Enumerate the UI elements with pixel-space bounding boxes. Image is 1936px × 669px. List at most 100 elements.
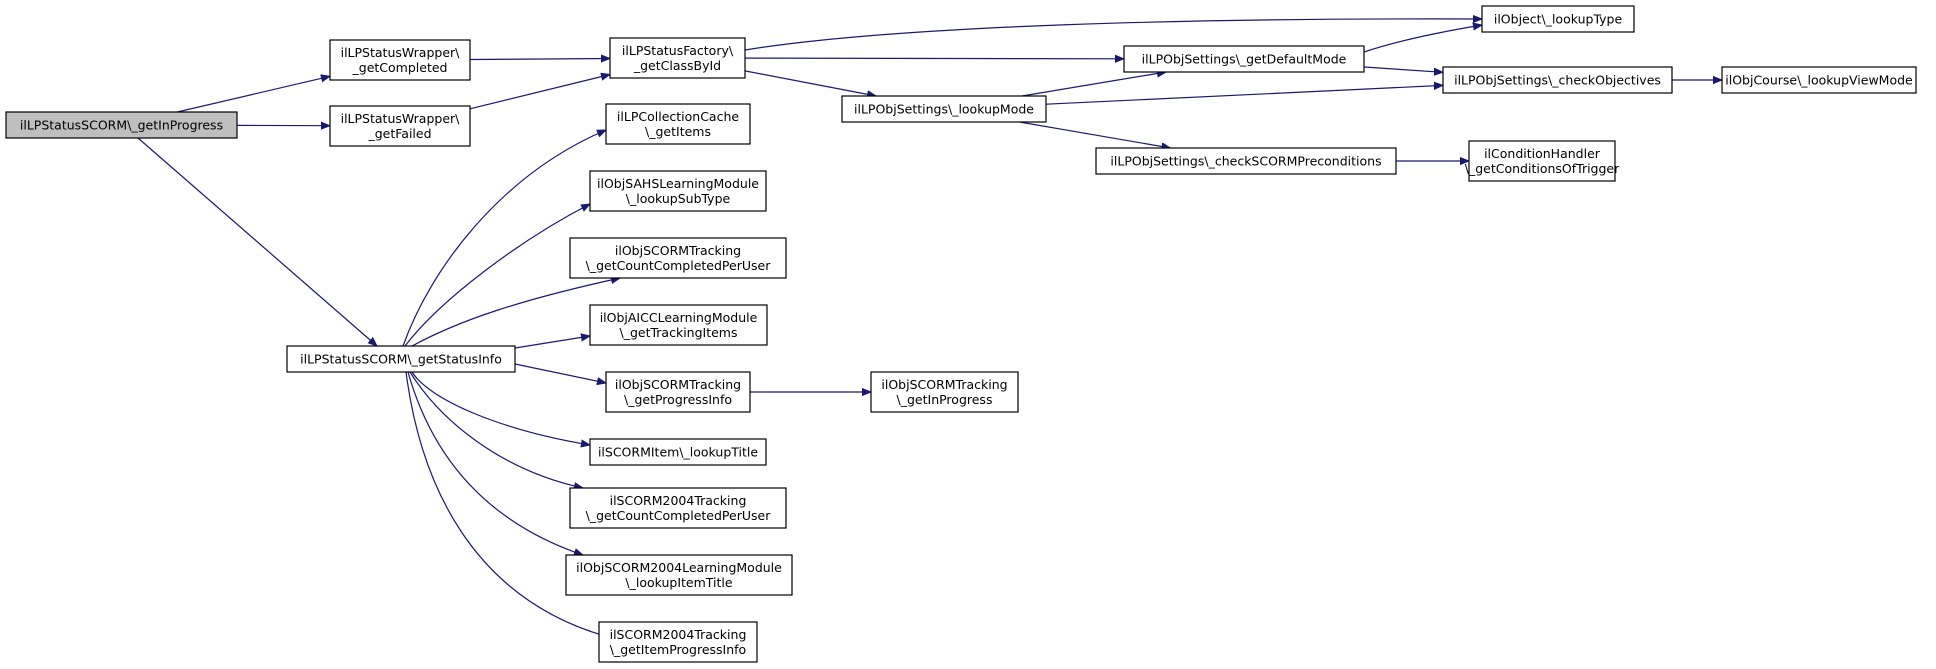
edge-root-to-status_info xyxy=(137,137,377,346)
node-label: ilLPObjSettings\_getDefaultMode xyxy=(1142,52,1347,67)
edge-status_info-to-s2004_lm_item_title xyxy=(407,371,583,555)
node-label: ilObject\_lookupType xyxy=(1494,12,1623,27)
node-scorm-item-title[interactable]: ilSCORMItem\_lookupTitle xyxy=(589,438,767,466)
node-box xyxy=(1123,45,1365,73)
node-label: \_getTrackingItems xyxy=(620,325,738,340)
node-root[interactable]: ilLPStatusSCORM\_getInProgress xyxy=(5,111,238,139)
node-label: ilObjSCORMTracking xyxy=(615,377,741,392)
node-lookup-type[interactable]: ilObject\_lookupType xyxy=(1481,5,1635,33)
node-box xyxy=(589,438,767,466)
node-label: \_getItemProgressInfo xyxy=(610,642,746,657)
node-label: ilLPStatusSCORM\_getStatusInfo xyxy=(300,352,502,367)
node-box xyxy=(1442,66,1673,94)
node-box xyxy=(870,371,1019,413)
edge-wrap_failed-to-factory xyxy=(469,75,610,110)
node-label: \_getItems xyxy=(645,124,711,139)
node-label: ilObjCourse\_lookupViewMode xyxy=(1725,73,1913,88)
node-scorm-count-completed[interactable]: ilObjSCORMTracking\_getCountCompletedPer… xyxy=(569,237,787,279)
node-label: ilSCORMItem\_lookupTitle xyxy=(598,445,758,460)
node-sahs-subtype[interactable]: ilObjSAHSLearningModule\_lookupSubType xyxy=(589,170,767,212)
node-label: \_getCountCompletedPerUser xyxy=(586,508,772,523)
edge-status_info-to-scorm_item_title xyxy=(411,371,590,445)
node-box xyxy=(605,371,751,413)
node-status-info[interactable]: ilLPStatusSCORM\_getStatusInfo xyxy=(286,345,516,373)
node-box xyxy=(1468,140,1616,182)
edge-lookup_mode-to-check_objectives xyxy=(1045,85,1443,105)
node-aicc-tracking-items[interactable]: ilObjAICCLearningModule\_getTrackingItem… xyxy=(589,304,768,346)
edge-lookup_mode-to-default_mode xyxy=(1021,72,1166,97)
node-label: ilLPStatusSCORM\_getInProgress xyxy=(20,118,223,133)
node-box xyxy=(605,103,751,145)
node-box xyxy=(589,304,768,346)
node-label: ilLPStatusWrapper\ xyxy=(341,45,461,60)
node-label: ilLPStatusFactory\ xyxy=(622,43,734,58)
node-factory[interactable]: ilLPStatusFactory\_getClassById xyxy=(609,37,746,79)
node-box xyxy=(329,39,471,81)
node-label: _getClassById xyxy=(633,58,721,73)
node-box xyxy=(1095,147,1397,175)
node-wrap-failed[interactable]: ilLPStatusWrapper\_getFailed xyxy=(329,105,471,147)
node-box xyxy=(286,345,516,373)
node-label: _getFailed xyxy=(367,126,431,141)
node-box xyxy=(841,95,1047,123)
node-label: ilObjAICCLearningModule xyxy=(600,310,758,325)
node-box xyxy=(329,105,471,147)
node-lookup-view-mode[interactable]: ilObjCourse\_lookupViewMode xyxy=(1721,66,1917,94)
node-label: ilObjSCORMTracking xyxy=(615,243,741,258)
edge-status_info-to-scorm_progress_info xyxy=(514,363,606,383)
edge-status_info-to-s2004_count_completed xyxy=(409,371,583,488)
edge-wrap_completed-to-factory xyxy=(469,59,610,60)
node-label: ilObjSCORMTracking xyxy=(881,377,1007,392)
node-label: ilLPObjSettings\_checkObjectives xyxy=(1454,73,1661,88)
node-box xyxy=(598,621,758,663)
node-label: _getCompleted xyxy=(352,60,448,75)
node-scorm-in-progress[interactable]: ilObjSCORMTracking\_getInProgress xyxy=(870,371,1019,413)
edge-lookup_mode-to-check_scorm_pre xyxy=(1019,121,1171,148)
node-label: ilSCORM2004Tracking xyxy=(610,493,747,508)
node-label: \_lookupSubType xyxy=(626,191,731,206)
node-scorm-progress-info[interactable]: ilObjSCORMTracking\_getProgressInfo xyxy=(605,371,751,413)
node-box xyxy=(609,37,746,79)
node-box xyxy=(1481,5,1635,33)
node-conditions-trigger[interactable]: ilConditionHandler\_getConditionsOfTrigg… xyxy=(1465,140,1620,182)
node-lookup-mode[interactable]: ilLPObjSettings\_lookupMode xyxy=(841,95,1047,123)
node-label: ilLPObjSettings\_checkSCORMPreconditions xyxy=(1110,154,1381,169)
node-label: \_getInProgress xyxy=(897,392,993,407)
edge-status_info-to-s2004_item_progress xyxy=(405,371,612,638)
node-box xyxy=(589,170,767,212)
edge-status_info-to-aicc_tracking_items xyxy=(514,336,590,349)
node-label: ilObjSCORM2004LearningModule xyxy=(576,560,782,575)
edge-status_info-to-collection_items xyxy=(402,129,606,347)
edge-status_info-to-scorm_count_completed xyxy=(411,278,620,347)
node-label: \_getProgressInfo xyxy=(624,392,732,407)
node-box xyxy=(565,554,793,596)
node-label: \_getCountCompletedPerUser xyxy=(586,258,772,273)
node-s2004-item-progress[interactable]: ilSCORM2004Tracking\_getItemProgressInfo xyxy=(598,621,758,663)
edges-layer xyxy=(137,19,1722,638)
node-wrap-completed[interactable]: ilLPStatusWrapper\_getCompleted xyxy=(329,39,471,81)
node-label: ilObjSAHSLearningModule xyxy=(597,176,759,191)
edge-root-to-wrap_completed xyxy=(177,76,330,113)
node-box xyxy=(569,487,787,529)
node-collection-items[interactable]: ilLPCollectionCache\_getItems xyxy=(605,103,751,145)
node-label: ilLPObjSettings\_lookupMode xyxy=(854,102,1034,117)
node-label: \_getConditionsOfTrigger xyxy=(1465,161,1620,176)
node-check-objectives[interactable]: ilLPObjSettings\_checkObjectives xyxy=(1442,66,1673,94)
node-s2004-count-completed[interactable]: ilSCORM2004Tracking\_getCountCompletedPe… xyxy=(569,487,787,529)
node-label: ilLPCollectionCache xyxy=(617,109,739,124)
node-default-mode[interactable]: ilLPObjSettings\_getDefaultMode xyxy=(1123,45,1365,73)
node-box xyxy=(569,237,787,279)
node-check-scorm-pre[interactable]: ilLPObjSettings\_checkSCORMPreconditions xyxy=(1095,147,1397,175)
edge-status_info-to-sahs_subtype xyxy=(404,204,590,347)
node-label: \_lookupItemTitle xyxy=(625,575,732,590)
node-label: ilLPStatusWrapper\ xyxy=(341,111,461,126)
edge-factory-to-lookup_type xyxy=(744,19,1482,51)
edge-factory-to-lookup_mode xyxy=(744,70,876,96)
edge-default_mode-to-lookup_type xyxy=(1363,25,1482,53)
node-label: ilConditionHandler xyxy=(1484,146,1601,161)
nodes-layer: ilLPStatusSCORM\_getInProgress ilLPStatus… xyxy=(5,5,1917,663)
node-box xyxy=(5,111,238,139)
node-label: ilSCORM2004Tracking xyxy=(610,627,747,642)
node-s2004-lm-item-title[interactable]: ilObjSCORM2004LearningModule\_lookupItem… xyxy=(565,554,793,596)
